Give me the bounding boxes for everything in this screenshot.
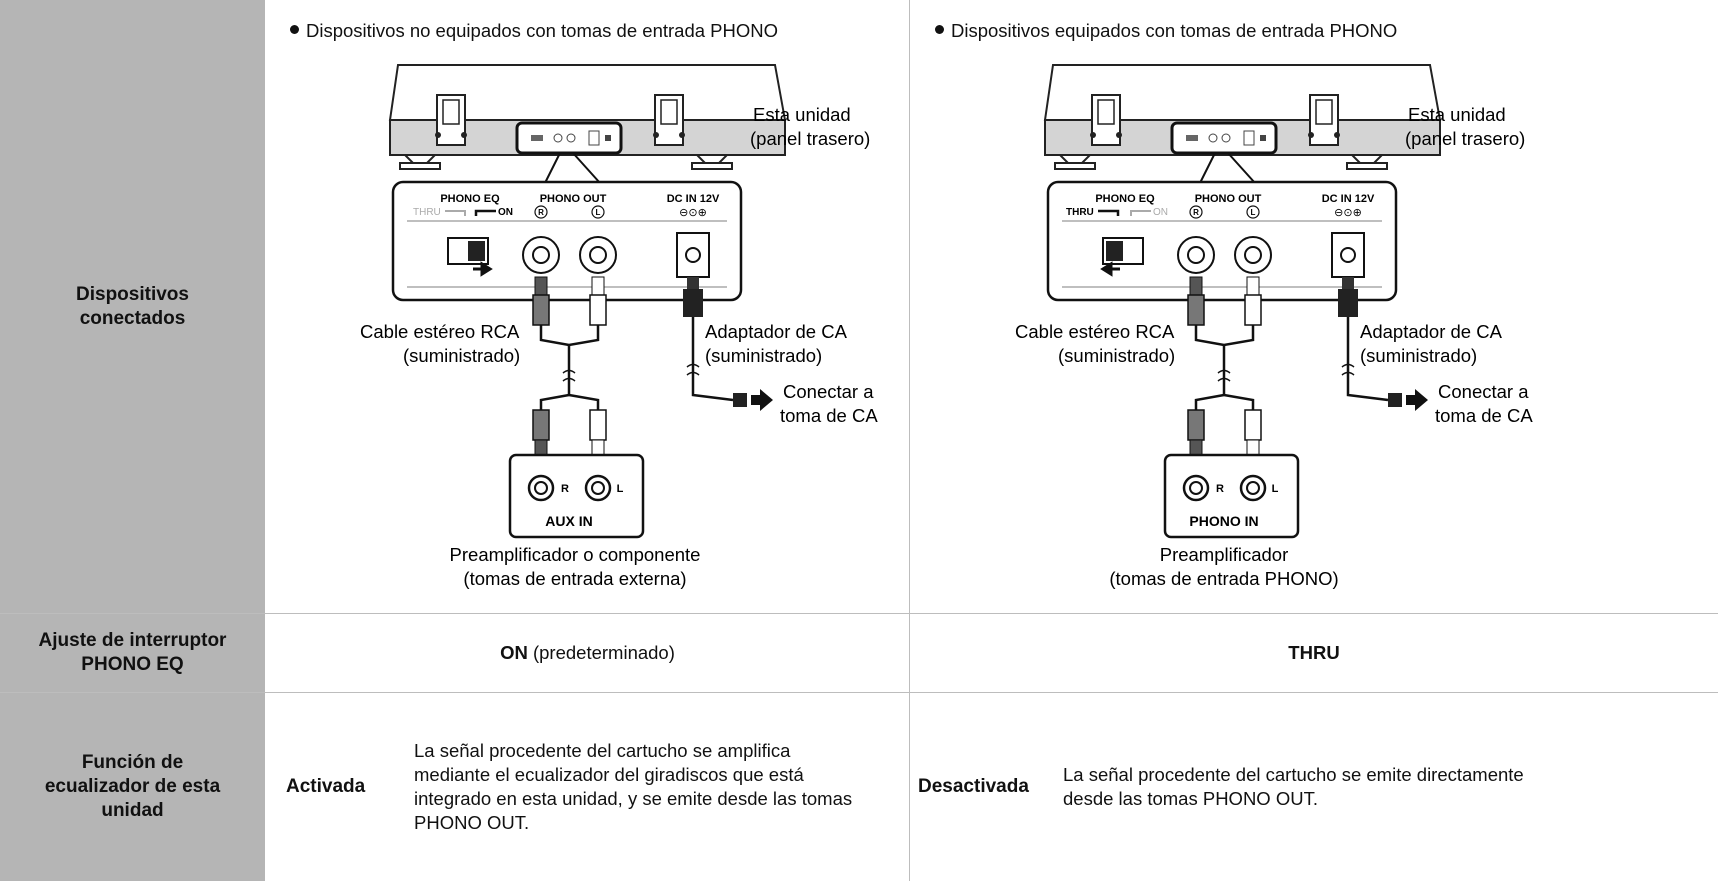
right-eq-desc-line1: La señal procedente del cartucho se emit… bbox=[1063, 764, 1524, 785]
left-eq-function: Activada La señal procedente del cartuch… bbox=[266, 693, 909, 881]
right-device-line2: (tomas de entrada PHONO) bbox=[1109, 568, 1338, 589]
right-cable-line2: (suministrado) bbox=[1058, 345, 1175, 366]
box-r-label: R bbox=[561, 483, 569, 495]
right-eq-description: La señal procedente del cartucho se emit… bbox=[1063, 763, 1524, 811]
left-eq-desc-line2: mediante el ecualizador del giradiscos q… bbox=[414, 764, 804, 785]
ac-adapter-icon bbox=[683, 277, 773, 411]
left-outlet-line1: Conectar a bbox=[783, 381, 874, 402]
panel-phono-out-label: PHONO OUT bbox=[1195, 193, 1262, 205]
left-switch-setting: ON (predeterminado) bbox=[266, 614, 909, 692]
right-eq-desc-line2: desde las tomas PHONO OUT. bbox=[1063, 788, 1318, 809]
right-unit-line2: (panel trasero) bbox=[1405, 128, 1525, 149]
svg-text:⊖⊙⊕: ⊖⊙⊕ bbox=[1334, 207, 1362, 219]
right-outlet-line1: Conectar a bbox=[1438, 381, 1529, 402]
panel-on-label: ON bbox=[1153, 207, 1168, 218]
row-header-devices-line2: conectados bbox=[79, 307, 186, 329]
row-header-devices-line1: Dispositivos bbox=[76, 283, 189, 305]
bullet-icon bbox=[935, 25, 944, 34]
panel-thru-label: THRU bbox=[1066, 207, 1094, 218]
row-header-eq-line3: unidad bbox=[101, 800, 164, 821]
row-header-eq-line2: ecualizador de esta bbox=[44, 776, 221, 797]
panel-r-label: R bbox=[1193, 208, 1199, 217]
panel-phono-out-label: PHONO OUT bbox=[540, 193, 607, 205]
left-eq-desc-line3: integrado en esta unidad, y se emite des… bbox=[414, 788, 853, 809]
box-r-label: R bbox=[1216, 483, 1224, 495]
left-switch-value-bold: ON bbox=[500, 642, 528, 663]
box-l-label: L bbox=[1272, 483, 1279, 495]
panel-phono-eq-label: PHONO EQ bbox=[440, 193, 500, 205]
row-divider-2 bbox=[0, 692, 1718, 693]
turntable-rear-icon bbox=[388, 64, 787, 184]
left-column-title: Dispositivos no equipados con tomas de e… bbox=[290, 20, 778, 42]
right-eq-function: Desactivada La señal procedente del cart… bbox=[910, 693, 1718, 881]
row-header-eq-function: Función de ecualizador de esta unidad bbox=[0, 693, 265, 881]
box-l-label: L bbox=[617, 483, 624, 495]
right-connection-diagram: Esta unidad (panel trasero) PHONO EQ THR… bbox=[1015, 64, 1533, 589]
left-box-label: AUX IN bbox=[545, 513, 592, 529]
aux-in-box: R L AUX IN bbox=[508, 453, 645, 539]
panel-l-label: L bbox=[1251, 208, 1256, 217]
rear-panel-detail: PHONO EQ THRU ON PHONO OUT R L DC IN 12V… bbox=[1046, 180, 1398, 302]
right-adapter-line1: Adaptador de CA bbox=[1360, 321, 1503, 342]
panel-phono-eq-label: PHONO EQ bbox=[1095, 193, 1155, 205]
row-header-switch-line1: Ajuste de interruptor bbox=[38, 630, 227, 651]
left-title-text: Dispositivos no equipados con tomas de e… bbox=[306, 20, 779, 41]
panel-r-label: R bbox=[538, 208, 544, 217]
rca-cable-icon bbox=[1187, 276, 1262, 459]
left-device-line1: Preamplificador o componente bbox=[450, 544, 701, 565]
right-adapter-line2: (suministrado) bbox=[1360, 345, 1477, 366]
right-box-label: PHONO IN bbox=[1189, 513, 1258, 529]
left-cable-line1: Cable estéreo RCA bbox=[360, 321, 520, 342]
panel-dc-in-label: DC IN 12V bbox=[667, 193, 720, 205]
right-unit-line1: Esta unidad bbox=[1408, 104, 1506, 125]
right-cable-line1: Cable estéreo RCA bbox=[1015, 321, 1175, 342]
svg-text:⊖⊙⊕: ⊖⊙⊕ bbox=[679, 207, 707, 219]
panel-l-label: L bbox=[596, 208, 601, 217]
left-device-line2: (tomas de entrada externa) bbox=[463, 568, 686, 589]
column-divider bbox=[909, 0, 910, 881]
row-header-switch-line2: PHONO EQ bbox=[81, 654, 184, 675]
panel-on-label: ON bbox=[498, 207, 513, 218]
right-outlet-line2: toma de CA bbox=[1435, 405, 1533, 426]
right-eq-state: Desactivada bbox=[918, 776, 1029, 797]
row-header-devices: Dispositivos conectados bbox=[0, 0, 265, 613]
right-column-title: Dispositivos equipados con tomas de entr… bbox=[935, 20, 1397, 42]
left-unit-line2: (panel trasero) bbox=[750, 128, 870, 149]
left-unit-line1: Esta unidad bbox=[753, 104, 851, 125]
ac-adapter-icon bbox=[1338, 277, 1428, 411]
left-eq-state: Activada bbox=[286, 776, 366, 797]
row-header-switch: Ajuste de interruptor PHONO EQ bbox=[0, 614, 265, 692]
left-adapter-line2: (suministrado) bbox=[705, 345, 822, 366]
left-cable-line2: (suministrado) bbox=[403, 345, 520, 366]
bullet-icon bbox=[290, 25, 299, 34]
right-title-text: Dispositivos equipados con tomas de entr… bbox=[951, 20, 1398, 41]
rca-cable-icon bbox=[532, 276, 607, 459]
row-header-eq-line1: Función de bbox=[81, 752, 184, 773]
rear-panel-detail: PHONO EQ THRU ON PHONO OUT R L DC IN 12V… bbox=[391, 180, 743, 302]
panel-thru-label: THRU bbox=[413, 207, 441, 218]
turntable-rear-icon bbox=[1043, 64, 1442, 184]
right-switch-setting: THRU bbox=[910, 614, 1718, 692]
panel-dc-in-label: DC IN 12V bbox=[1322, 193, 1375, 205]
left-eq-desc-line1: La señal procedente del cartucho se ampl… bbox=[414, 740, 791, 761]
right-switch-value-bold: THRU bbox=[1288, 642, 1340, 663]
row-divider-1 bbox=[0, 613, 1718, 614]
left-eq-description: La señal procedente del cartucho se ampl… bbox=[414, 739, 852, 835]
phono-in-box: R L PHONO IN bbox=[1163, 453, 1300, 539]
left-outlet-line2: toma de CA bbox=[780, 405, 878, 426]
left-connection-diagram: Esta unidad (panel trasero) PHONO EQ THR… bbox=[360, 64, 878, 589]
right-device-line1: Preamplificador bbox=[1160, 544, 1289, 565]
left-switch-value-rest: (predeterminado) bbox=[527, 642, 675, 663]
left-eq-desc-line4: PHONO OUT. bbox=[414, 812, 530, 833]
left-adapter-line1: Adaptador de CA bbox=[705, 321, 848, 342]
